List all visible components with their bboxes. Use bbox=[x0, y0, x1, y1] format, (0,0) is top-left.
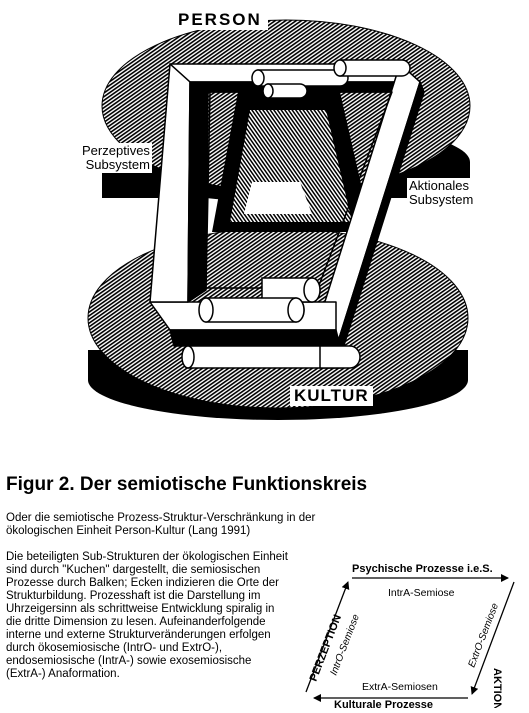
label-kultur: KULTUR bbox=[290, 386, 373, 406]
figure-drawing bbox=[87, 19, 471, 420]
label-person: PERSON bbox=[172, 10, 268, 30]
process-cylinders bbox=[181, 59, 411, 369]
label-aktionales-subsystem: Aktionales Subsystem bbox=[407, 178, 476, 208]
label-psychische-prozesse: Psychische Prozesse i.e.S. bbox=[352, 563, 493, 575]
arrow-right bbox=[470, 581, 515, 695]
cycle-drawing: Psychische Prozesse i.e.S. IntrA-Semiose… bbox=[305, 563, 515, 711]
label-extra-semiosen: ExtrA-Semiosen bbox=[362, 681, 438, 693]
label-intra-semiose: IntrA-Semiose bbox=[388, 587, 455, 599]
central-cone bbox=[212, 92, 372, 232]
label-aktional-line2: Subsystem bbox=[409, 192, 474, 207]
label-kulturale-prozesse: Kulturale Prozesse bbox=[334, 699, 433, 708]
label-perzeptives-subsystem: Perzeptives Subsystem bbox=[80, 143, 152, 173]
label-aktion: AKTION bbox=[491, 668, 503, 708]
label-extro-semiose: ExtrO-Semiose bbox=[467, 601, 502, 669]
label-aktional-line1: Aktionales bbox=[409, 178, 469, 193]
arrow-left bbox=[305, 581, 350, 693]
label-perzeptiv-line1: Perzeptives bbox=[82, 143, 150, 158]
figure-title: Figur 2. Der semiotische Funktionskreis bbox=[6, 474, 368, 495]
process-cycle-diagram: Psychische Prozesse i.e.S. IntrA-Semiose… bbox=[292, 556, 528, 711]
semiotic-figure: PERSON Perzeptives Subsystem Aktionales … bbox=[80, 10, 476, 420]
figure-intro: Oder die semiotische Prozess-Struktur-Ve… bbox=[6, 512, 316, 537]
figure-description: Die beteiligten Sub-Strukturen der ökolo… bbox=[6, 551, 288, 680]
label-perzeptiv-line2: Subsystem bbox=[85, 157, 150, 172]
